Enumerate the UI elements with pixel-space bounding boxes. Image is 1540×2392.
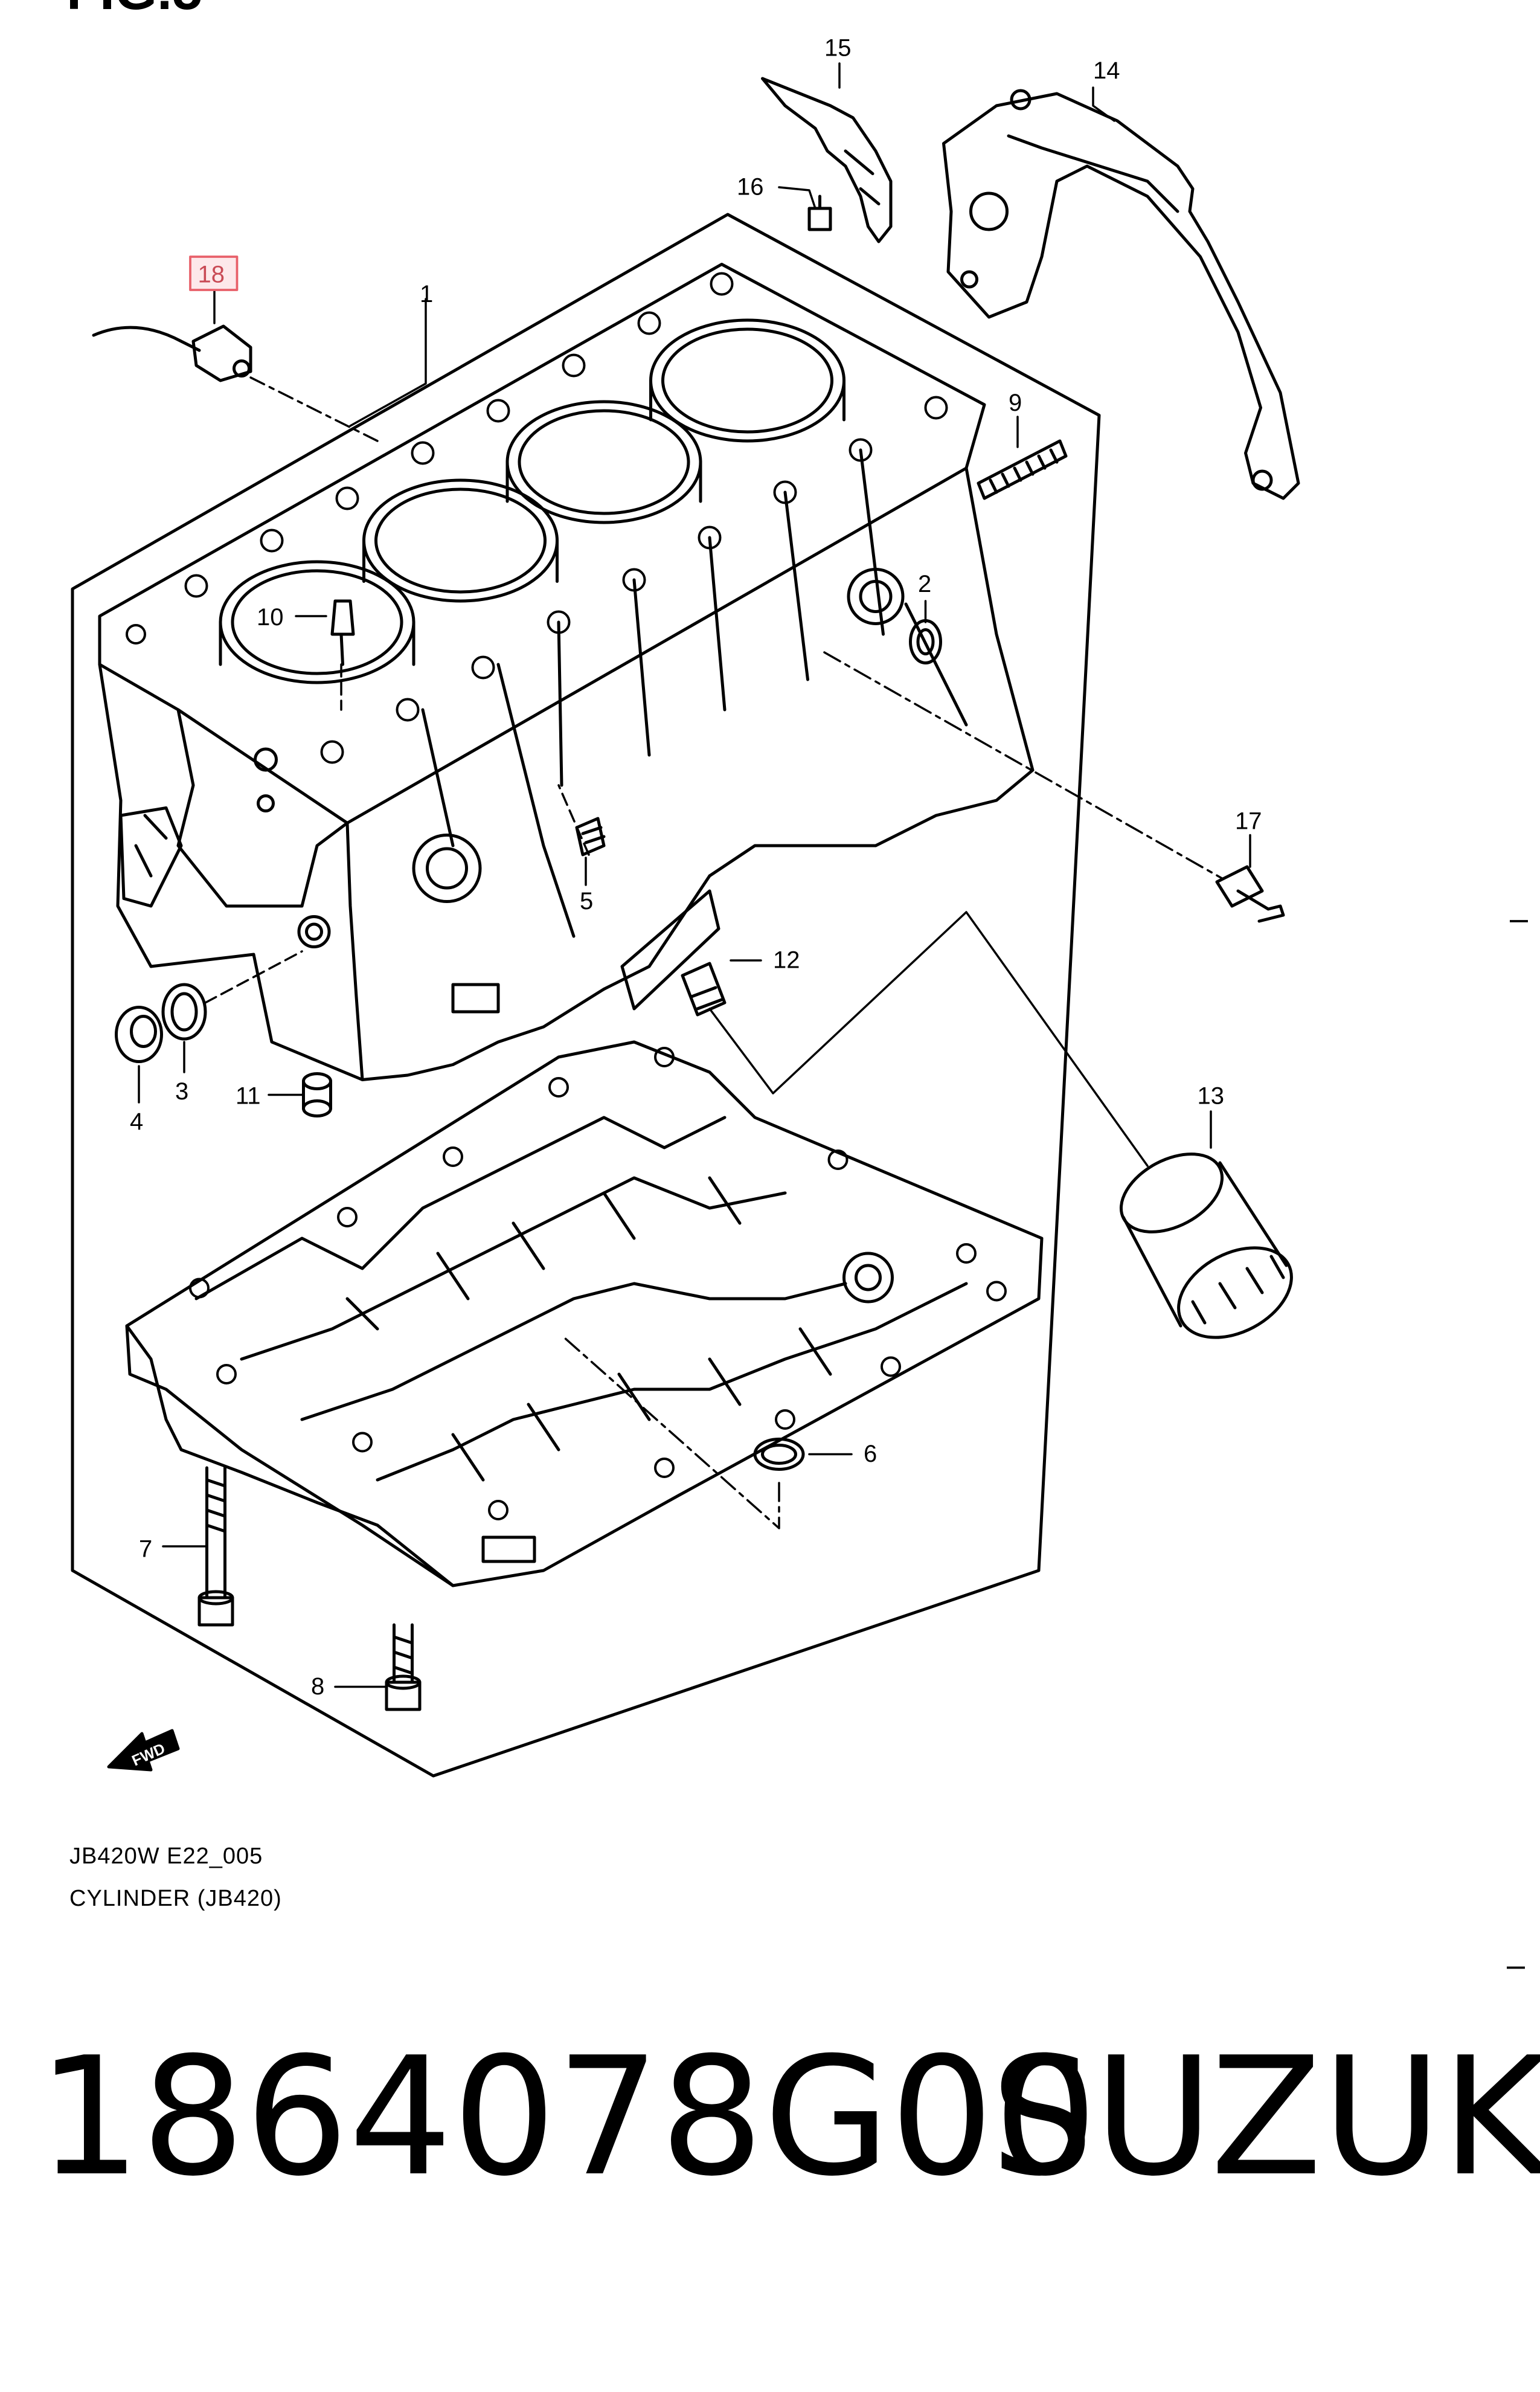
part-18-knock-sensor [92,324,252,382]
callout-11: 11 [236,1083,261,1110]
part-8-bolt [385,1623,422,1711]
diagram-code: JB420W E22_005 [69,1844,263,1869]
part-11-dowel [302,1072,332,1117]
part-3-gasket [161,983,207,1041]
callout-10: 10 [257,604,284,631]
part-number: 1864078G00 [37,2022,1098,2212]
part-15-bracket [761,77,893,243]
callout-15: 15 [824,35,852,62]
parts-diagram: FIG.5 [66,0,1528,1969]
part-14-bracket [942,89,1300,500]
callout-5: 5 [580,888,593,915]
part-7-bolt [197,1466,234,1627]
callout-13: 13 [1198,1083,1225,1110]
callout-12: 12 [773,947,800,974]
callout-2: 2 [918,571,931,597]
part-6-o-ring [753,1438,805,1471]
callout-6: 6 [864,1441,877,1467]
callout-1: 1 [420,281,433,307]
part-4-drain-plug [115,1006,163,1063]
fwd-arrow-icon [107,1729,180,1772]
diagram-title: CYLINDER (JB420) [69,1886,282,1911]
part-12-union [681,962,727,1017]
callout-9: 9 [1009,390,1022,416]
callout-16: 16 [737,174,764,201]
part-10-oil-jet [330,599,355,666]
assembly-outline [71,213,1101,1778]
callout-17: 17 [1235,808,1262,835]
callout-8: 8 [311,1673,324,1700]
cylinder-block-drawing [98,263,1035,1081]
part-17-pressure-switch [1215,865,1285,923]
part-5-fitting [575,817,606,857]
lower-crankcase-drawing [125,1040,1044,1587]
callout-18: 18 [198,262,225,288]
part-16-bolt [807,195,832,231]
callout-4: 4 [130,1108,143,1135]
part-9-stud [977,439,1068,500]
part-13-oil-filter [1119,1153,1293,1339]
callout-14: 14 [1093,57,1120,84]
brand-name: SUZUKI [990,2022,1540,2212]
highlight-box-18 [189,256,239,291]
callout-3: 3 [175,1078,188,1105]
footer [0,1975,1540,2392]
callout-7: 7 [139,1536,152,1563]
figure-label: FIG.5 [66,0,202,21]
